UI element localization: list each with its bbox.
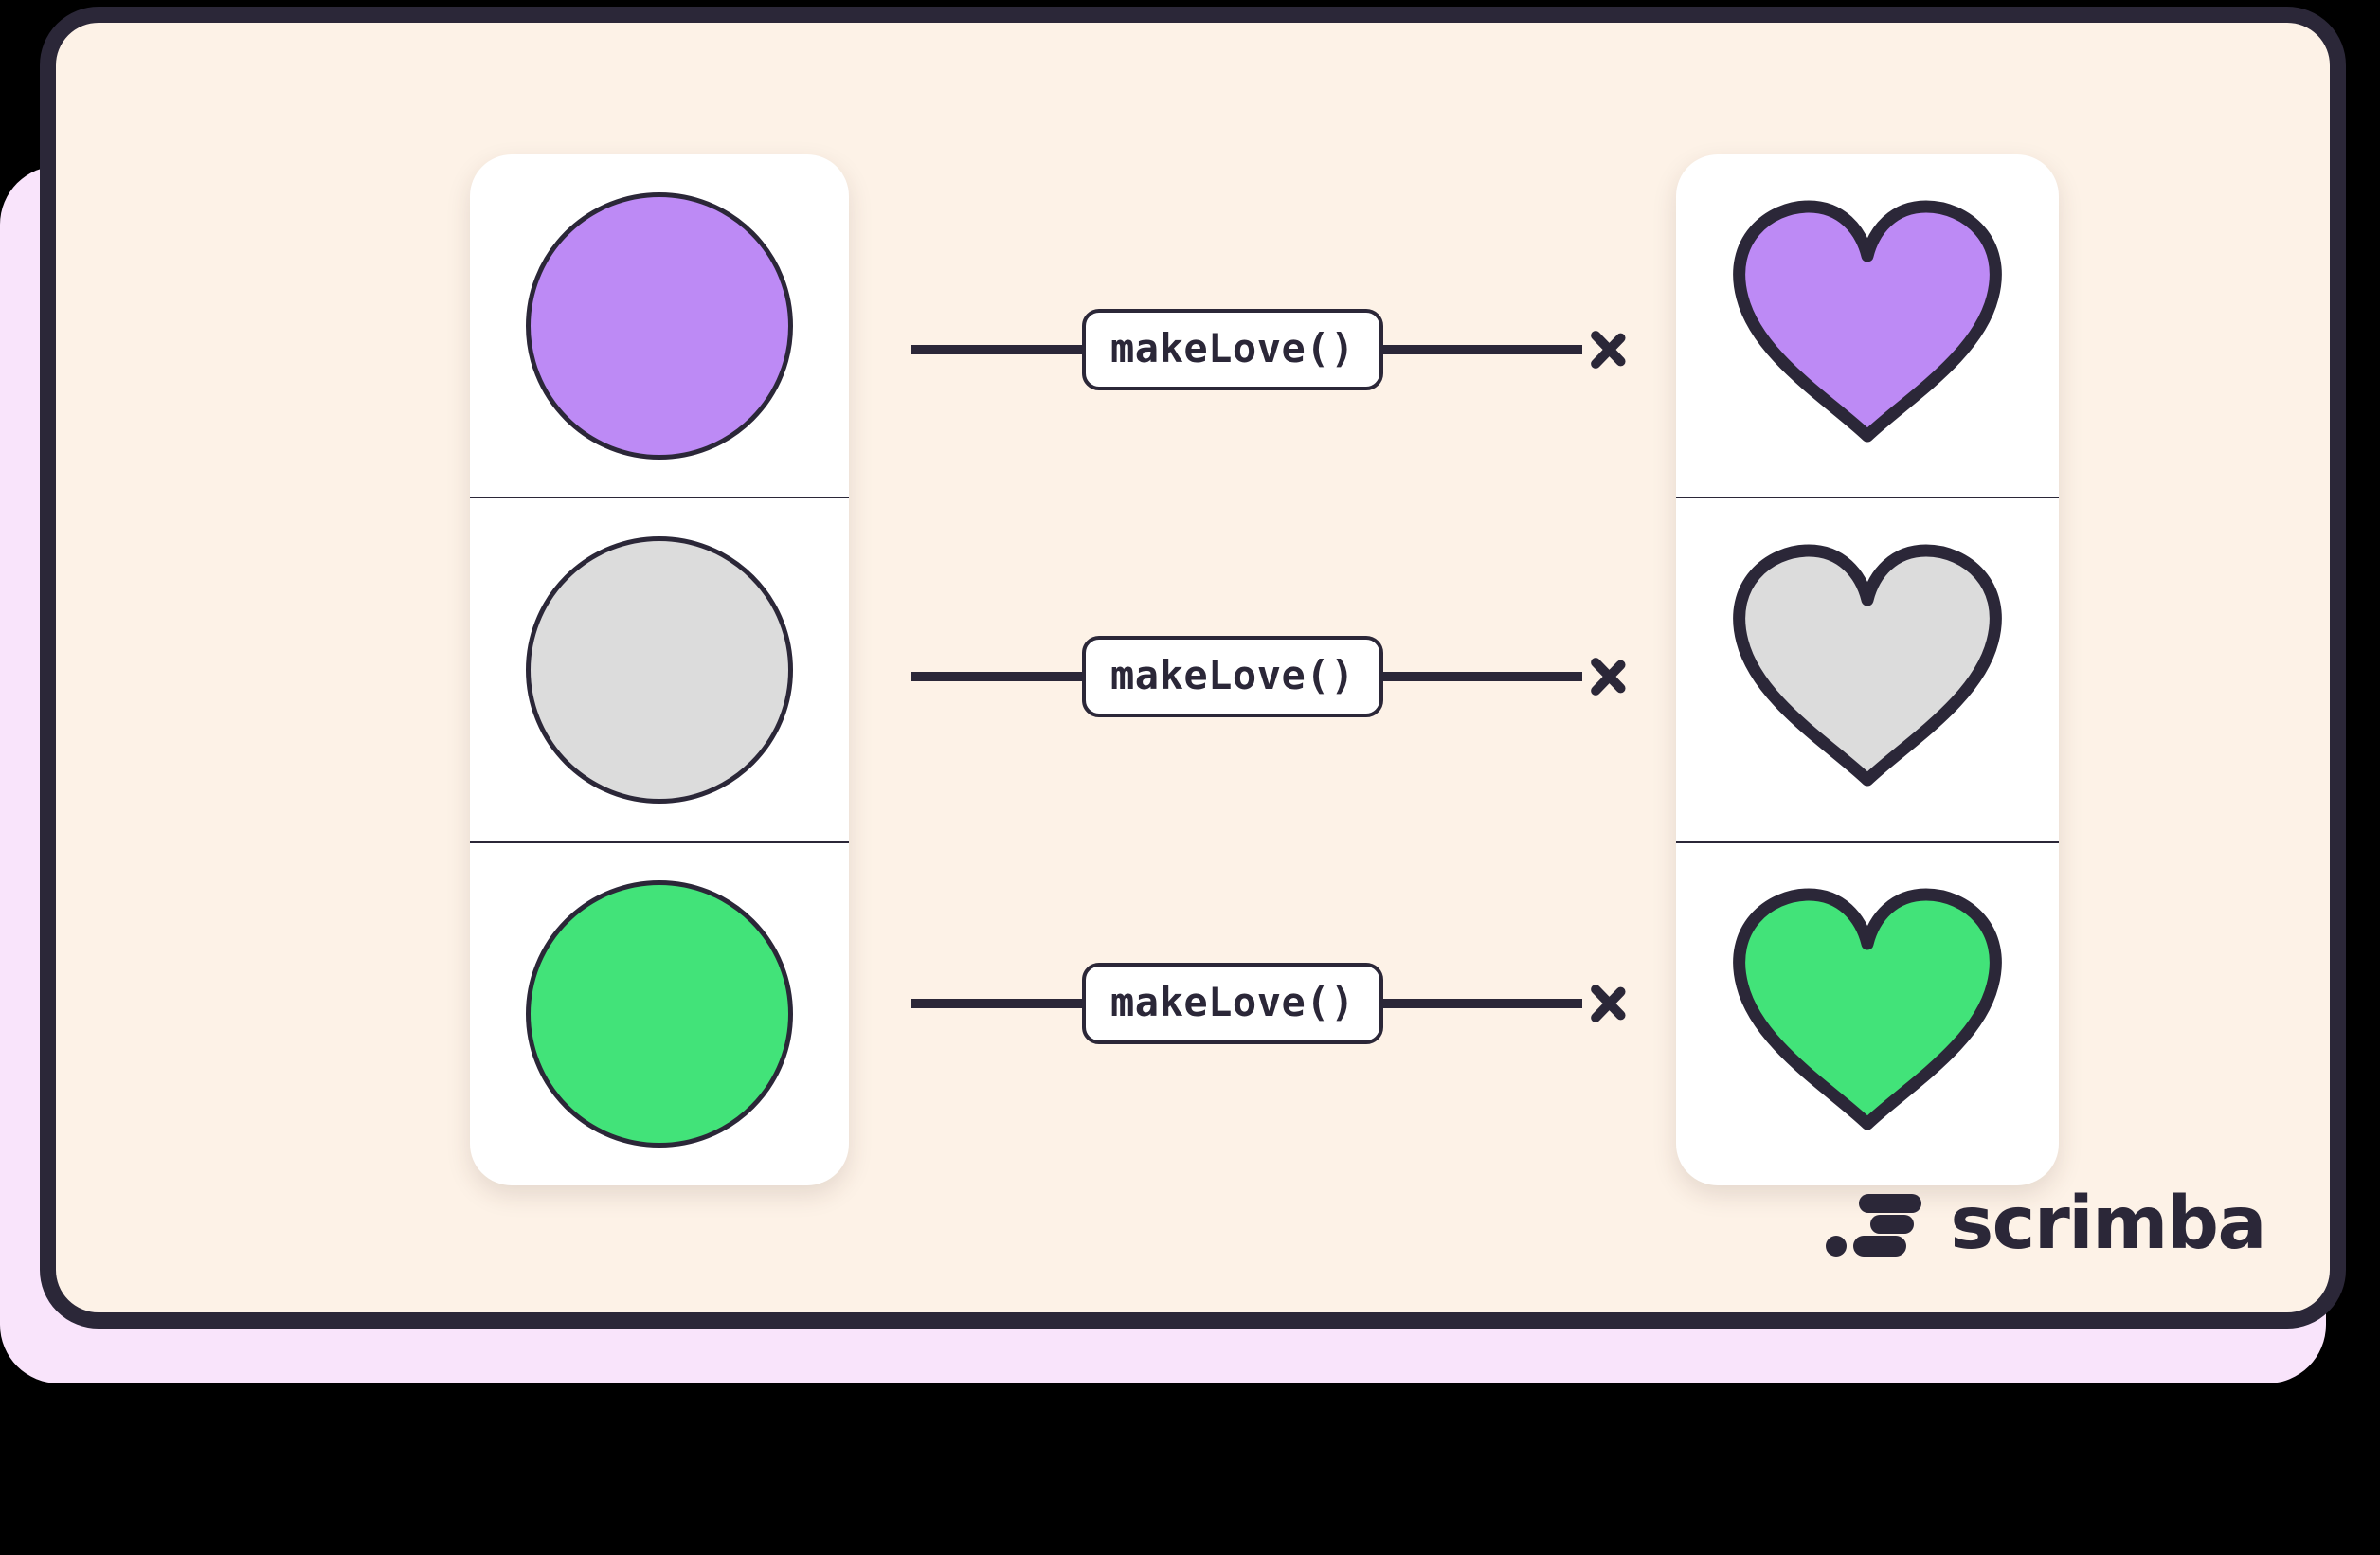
function-label-green: makeLove() <box>1082 963 1383 1044</box>
circle-green <box>526 880 793 1148</box>
input-cell-purple <box>470 154 849 497</box>
transform-arrow-row-gray: makeLove() <box>911 624 1620 729</box>
scrimba-wordmark: scrimba <box>1950 1181 2266 1266</box>
circle-gray <box>526 535 793 804</box>
output-panel <box>1676 154 2059 1185</box>
heart-purple-icon <box>1733 200 2002 443</box>
input-panel <box>470 154 849 1185</box>
diagram-frame: makeLove() makeLove() makeLove() <box>40 7 2346 1329</box>
arrow-head-icon <box>1578 320 1620 379</box>
arrow-head-icon <box>1578 974 1620 1033</box>
heart-gray-icon <box>1733 544 2002 787</box>
input-cell-green <box>470 841 849 1185</box>
arrow-line-right <box>1382 999 1582 1008</box>
arrow-line-left <box>911 345 1082 354</box>
scrimba-mark-icon <box>1826 1194 1922 1257</box>
arrow-head-icon <box>1578 647 1620 706</box>
transform-arrow-row-green: makeLove() <box>911 951 1620 1056</box>
output-cell-purple <box>1676 154 2059 497</box>
transform-arrow-row-purple: makeLove() <box>911 298 1620 402</box>
output-cell-gray <box>1676 497 2059 841</box>
arrow-line-right <box>1382 672 1582 681</box>
function-label-purple: makeLove() <box>1082 309 1383 390</box>
circle-purple <box>526 191 793 460</box>
arrow-line-left <box>911 999 1082 1008</box>
input-cell-gray <box>470 497 849 841</box>
arrow-line-left <box>911 672 1082 681</box>
scrimba-logo: scrimba <box>1825 1181 2266 1266</box>
heart-green-icon <box>1733 888 2002 1130</box>
output-cell-green <box>1676 841 2059 1185</box>
arrow-line-right <box>1382 345 1582 354</box>
function-label-gray: makeLove() <box>1082 636 1383 717</box>
